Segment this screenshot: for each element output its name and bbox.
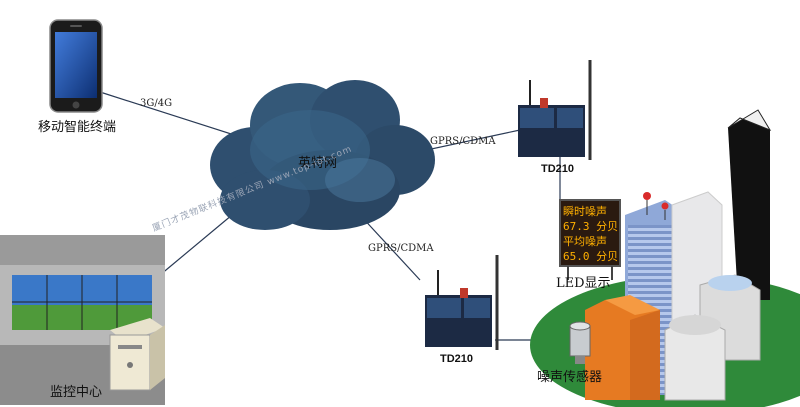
td210-top-device-icon (518, 60, 592, 160)
led-row-1: 瞬时噪声 (563, 204, 607, 218)
led-display-panel: 瞬时噪声 67.3 分贝 平均噪声 65.0 分贝 (559, 199, 621, 280)
link-3g4g-label: 3G/4G (140, 98, 173, 109)
city-scene (530, 109, 800, 407)
mobile-terminal-label: 移动智能终端 (38, 120, 117, 135)
td210-bottom-device-icon (425, 255, 499, 350)
td210-top-label: TD210 (541, 163, 575, 175)
led-row-4: 65.0 分贝 (563, 250, 618, 263)
link-internet-td-bottom (359, 214, 421, 281)
internet-cloud-icon (210, 80, 435, 230)
server-icon (109, 318, 165, 391)
smartphone-icon (49, 19, 103, 113)
led-row-2: 67.3 分贝 (563, 220, 618, 233)
monitor-center-label: 监控中心 (50, 385, 103, 400)
td210-bottom-label: TD210 (440, 353, 474, 365)
noise-sensor-label: 噪声传感器 (537, 370, 603, 385)
link-gprs-top-label: GPRS/CDMA (430, 136, 496, 147)
led-row-3: 平均噪声 (563, 234, 607, 248)
internet-label: 英特网 (298, 156, 338, 171)
noise-sensor-icon (569, 321, 591, 364)
led-display-label: LED显示 (556, 276, 611, 291)
link-mobile-internet (99, 91, 251, 141)
link-gprs-bottom-label: GPRS/CDMA (368, 243, 434, 254)
